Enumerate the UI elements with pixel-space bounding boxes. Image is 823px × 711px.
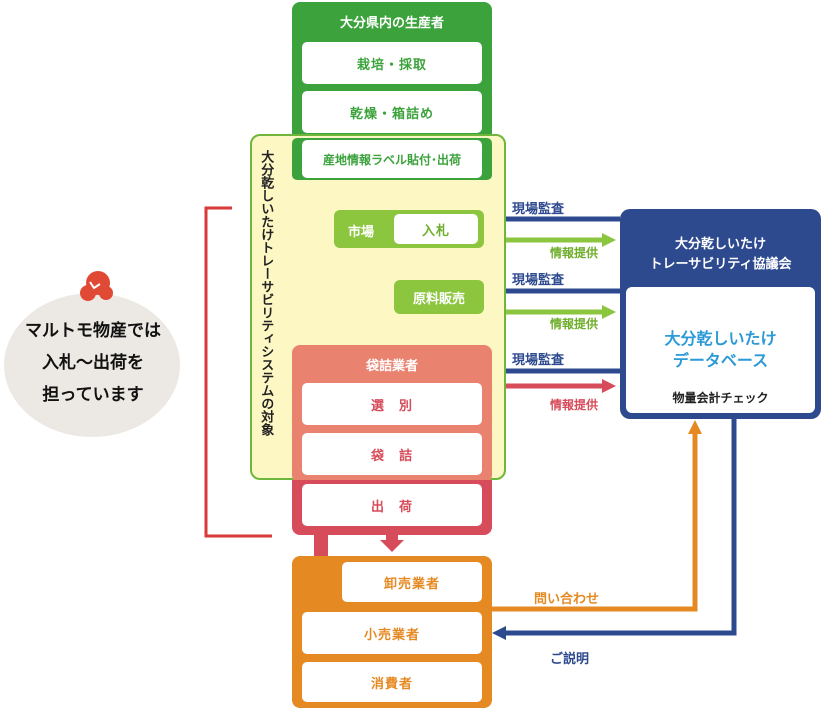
mascot-illustration: [4, 271, 180, 437]
info-label-2: 情報提供: [550, 317, 599, 331]
packer-panel: 袋詰業者 選 別 袋 詰: [292, 345, 492, 483]
volume-accounting-check: 物量会計チェック: [672, 391, 769, 405]
retailer: 小売業者: [302, 612, 482, 654]
shipping-panel: 出 荷: [292, 480, 492, 535]
bid-label: 入札: [394, 214, 478, 244]
packer-title: 袋詰業者: [365, 359, 418, 374]
consumer: 消費者: [302, 662, 482, 702]
database-title-line2: データベース: [672, 351, 769, 370]
packer-step-sorting: 選 別: [302, 383, 482, 425]
council-title-line1: 大分乾しいたけ: [674, 237, 766, 252]
mascot-line-1: マルトモ物産では: [25, 321, 161, 341]
audit-label-2: 現場監査: [512, 273, 565, 288]
database-title-line1: 大分乾しいたけ: [664, 329, 777, 348]
raw-sales-label: 原料販売: [412, 291, 465, 307]
producers-title: 大分県内の生産者: [339, 16, 444, 31]
producer-step-cultivation: 栽培・採取: [302, 42, 482, 84]
database-box: 大分乾しいたけ データベース 物量会計チェック: [626, 287, 815, 413]
market-label: 市場: [348, 225, 375, 240]
audit-label-1: 現場監査: [512, 202, 565, 217]
producer-step-label-shipping-inner: 産地情報ラベル貼付･出荷: [302, 140, 482, 178]
packer-step-bagging: 袋 詰: [302, 433, 482, 475]
packer-step-shipping: 出 荷: [302, 484, 482, 526]
info-label-1: 情報提供: [550, 246, 599, 260]
producer-step-drying: 乾燥・箱詰め: [302, 91, 482, 133]
inquiry-label: 問い合わせ: [534, 592, 600, 607]
producer-step-label-shipping-text: 産地情報ラベル貼付･出荷: [322, 152, 461, 167]
scope-bracket: [204, 206, 272, 538]
council-title-line2: トレーサビリティ協議会: [649, 257, 792, 272]
audit-label-3: 現場監査: [512, 353, 565, 368]
distribution-panel: 卸売業者 小売業者 消費者: [292, 556, 492, 708]
system-scope-label: 大分乾しいたけトレーサビリティシステムの対象: [258, 150, 274, 436]
raw-sales-box: 原料販売: [394, 280, 484, 314]
mascot-line-3: 担っています: [42, 385, 144, 405]
info-label-3: 情報提供: [550, 398, 599, 412]
market-box: 市場 入札: [334, 210, 484, 248]
explain-label: ご説明: [550, 652, 590, 667]
mascot-line-2: 入札～出荷を: [42, 353, 144, 373]
council-panel: 大分乾しいたけ トレーサビリティ協議会 大分乾しいたけ データベース 物量会計チ…: [620, 209, 821, 419]
wholesaler: 卸売業者: [342, 562, 482, 602]
